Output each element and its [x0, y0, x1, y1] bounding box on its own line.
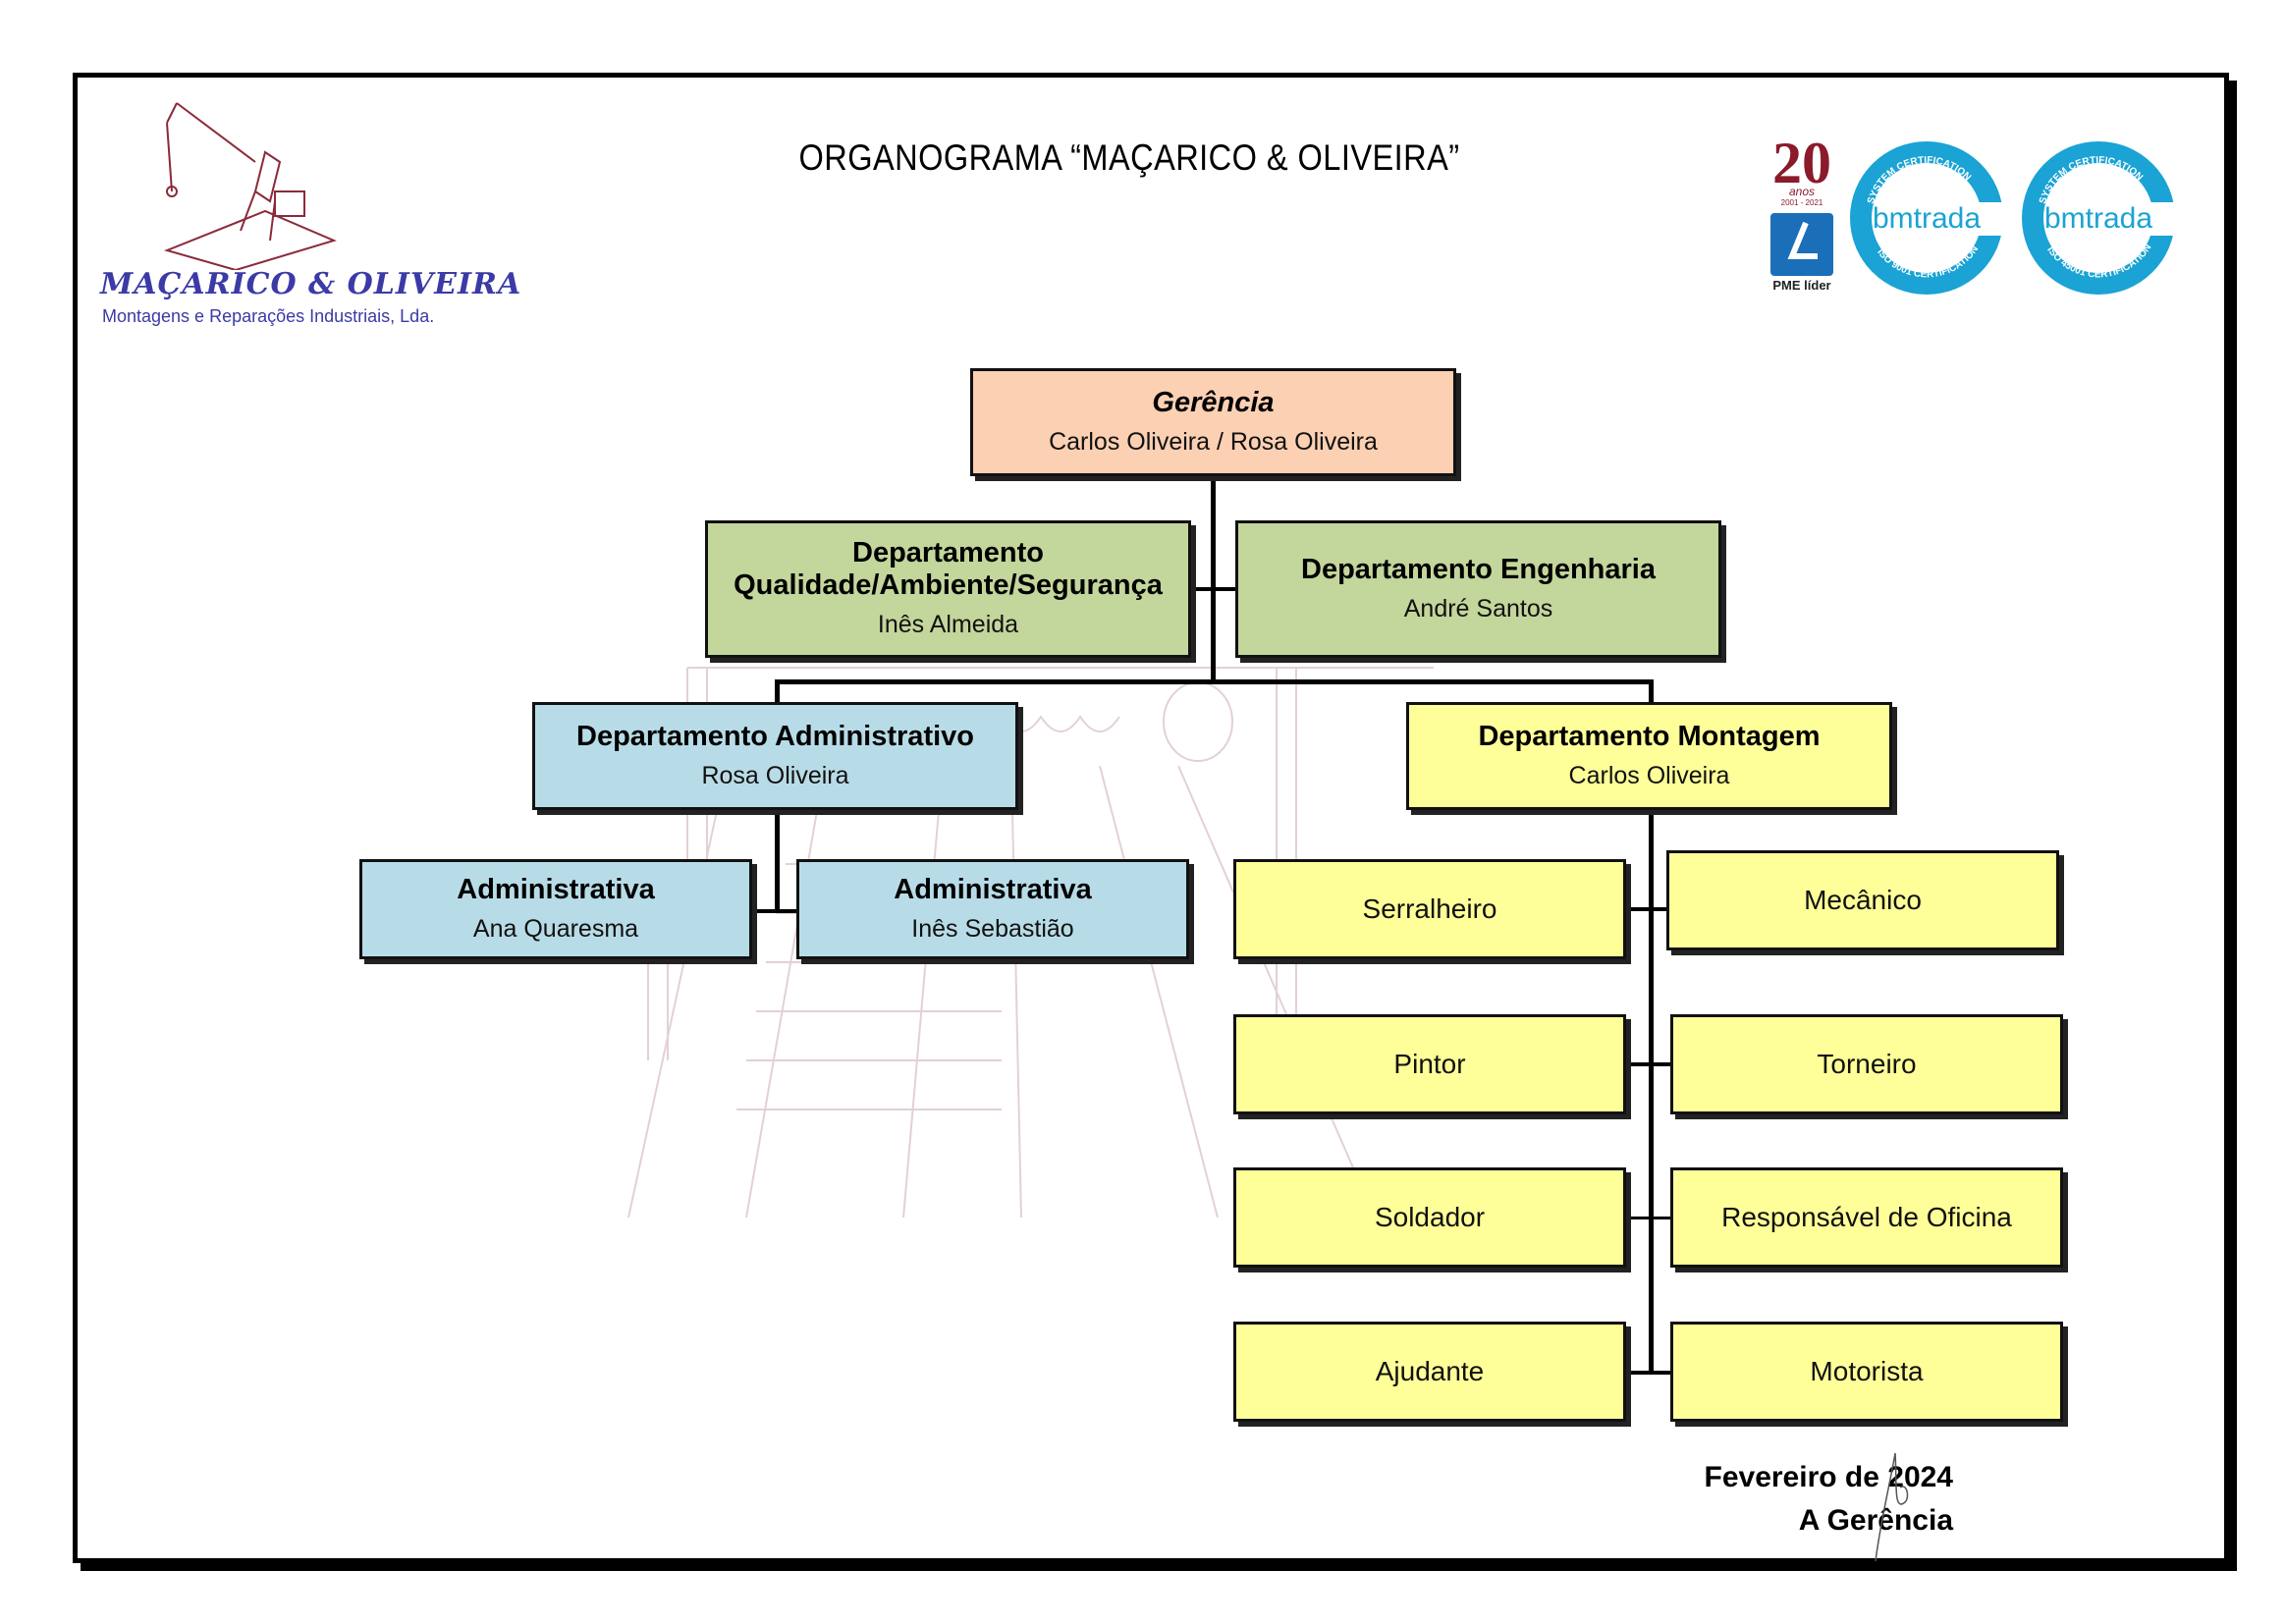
- node-ajudante-label: Ajudante: [1375, 1356, 1485, 1386]
- node-qualidade-title-line2: Qualidade/Ambiente/Segurança: [734, 569, 1163, 601]
- node-mecanico-label: Mecânico: [1804, 885, 1922, 915]
- connector-row4: [1626, 1371, 1673, 1375]
- pme-lider-icon: [1770, 213, 1833, 276]
- node-torneiro-label: Torneiro: [1817, 1049, 1917, 1079]
- page-frame: [73, 73, 2229, 1563]
- connector-branch-horizontal: [775, 679, 1654, 684]
- node-responsavel-oficina: Responsável de Oficina: [1670, 1167, 2063, 1268]
- anniversary-badge: 20 anos 2001 - 2021 PME líder: [1763, 131, 1841, 302]
- node-gerencia-person: Carlos Oliveira / Rosa Oliveira: [1049, 427, 1378, 456]
- node-responsavel-oficina-label: Responsável de Oficina: [1721, 1202, 2012, 1232]
- node-engenharia-title: Departamento Engenharia: [1301, 553, 1656, 585]
- node-gerencia: Gerência Carlos Oliveira / Rosa Oliveira: [970, 368, 1456, 476]
- footer-signature: A Gerência: [1798, 1504, 1953, 1537]
- company-subtitle: Montagens e Reparações Industriais, Lda.: [102, 306, 435, 326]
- node-soldador-label: Soldador: [1374, 1202, 1486, 1232]
- anniversary-years: 2001 - 2021: [1780, 198, 1823, 207]
- node-gerencia-title: Gerência: [1152, 386, 1275, 418]
- connector-branch-montagem: [1649, 679, 1654, 709]
- footer-date: Fevereiro de 2024: [1704, 1461, 1954, 1493]
- node-serralheiro: Serralheiro: [1233, 859, 1626, 959]
- node-motorista-label: Motorista: [1810, 1356, 1924, 1386]
- anniversary-word: anos: [1788, 185, 1816, 198]
- cert1-brand: bmtrada: [1873, 202, 1981, 235]
- node-administrativo: Departamento Administrativo Rosa Oliveir…: [532, 702, 1018, 810]
- handwritten-signature: [1875, 1452, 1909, 1562]
- node-montagem-title: Departamento Montagem: [1478, 720, 1821, 752]
- connector-row2: [1626, 1062, 1673, 1066]
- pme-lider-label: PME líder: [1772, 278, 1831, 293]
- node-administrativo-title: Departamento Administrativo: [576, 720, 974, 752]
- node-serralheiro-label: Serralheiro: [1362, 893, 1497, 924]
- node-administrativa-2-title: Administrativa: [894, 873, 1092, 905]
- node-administrativa-2-person: Inês Sebastião: [911, 914, 1074, 943]
- node-qualidade-person: Inês Almeida: [877, 611, 1019, 638]
- cert2-brand: bmtrada: [2044, 202, 2152, 235]
- node-ajudante: Ajudante: [1233, 1322, 1626, 1422]
- company-name: MAÇARICO & OLIVEIRA: [100, 267, 522, 301]
- node-administrativa-2: Administrativa Inês Sebastião: [796, 859, 1189, 959]
- node-administrativa-1-title: Administrativa: [457, 873, 655, 905]
- page-title: ORGANOGRAMA “MAÇARICO & OLIVEIRA”: [798, 137, 1460, 178]
- node-administrativa-1: Administrativa Ana Quaresma: [359, 859, 752, 959]
- node-engenharia: Departamento Engenharia André Santos: [1235, 520, 1721, 658]
- node-pintor-label: Pintor: [1393, 1049, 1466, 1079]
- node-montagem: Departamento Montagem Carlos Oliveira: [1406, 702, 1892, 810]
- bmtrada-iso45001-badge: bmtrada SYSTEM CERTIFICATION ISO 45001 C…: [2022, 141, 2180, 295]
- connector-row3: [1626, 1217, 1673, 1219]
- connector-montagem-trunk: [1649, 810, 1654, 1375]
- node-qualidade-title-line1: Departamento: [852, 537, 1044, 568]
- node-motorista: Motorista: [1670, 1322, 2063, 1422]
- anniversary-number: 20: [1772, 131, 1831, 195]
- connector-admin-horizontal: [752, 909, 801, 913]
- node-torneiro: Torneiro: [1670, 1014, 2063, 1114]
- connector-admin-trunk: [775, 810, 780, 913]
- node-qualidade: Departamento Qualidade/Ambiente/Seguranç…: [705, 520, 1191, 658]
- node-mecanico: Mecânico: [1666, 850, 2059, 950]
- node-soldador: Soldador: [1233, 1167, 1626, 1268]
- node-administrativo-person: Rosa Oliveira: [701, 761, 849, 789]
- node-pintor: Pintor: [1233, 1014, 1626, 1114]
- connector-gerencia-trunk: [1211, 476, 1216, 682]
- company-logo-crane: [163, 102, 337, 270]
- connector-staff-qualidade: [1188, 587, 1237, 591]
- connector-row1: [1626, 907, 1673, 911]
- bmtrada-iso9001-badge: bmtrada SYSTEM CERTIFICATION ISO 9001 CE…: [1850, 141, 2008, 295]
- node-engenharia-person: André Santos: [1403, 594, 1553, 623]
- node-montagem-person: Carlos Oliveira: [1568, 761, 1730, 789]
- connector-branch-admin: [775, 679, 780, 709]
- node-administrativa-1-person: Ana Quaresma: [472, 914, 639, 943]
